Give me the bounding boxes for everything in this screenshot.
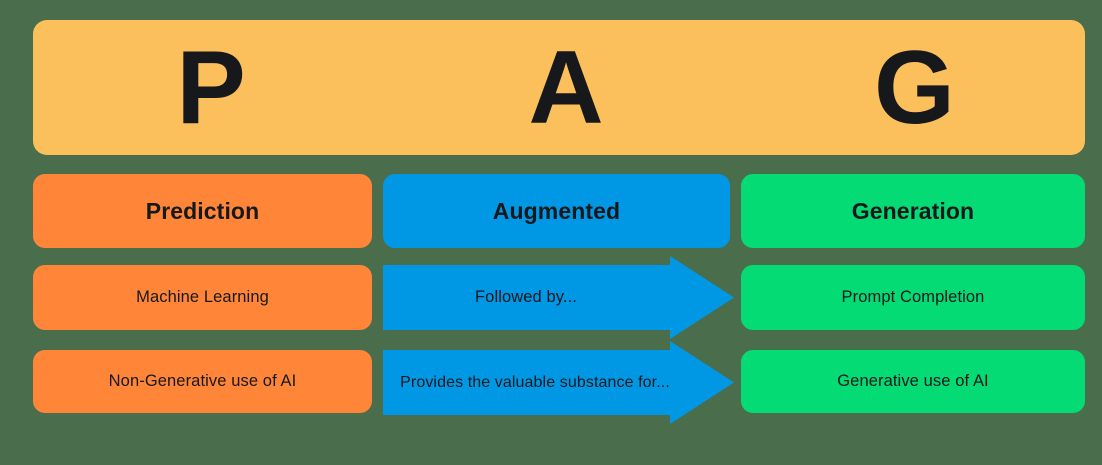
letter-g: G: [874, 29, 955, 146]
content-row-1: Machine Learning Followed by... Prompt C…: [0, 256, 1102, 339]
right-arrow-icon: [383, 341, 734, 424]
letter-p: P: [176, 29, 245, 146]
pag-banner: P A G: [33, 20, 1085, 155]
row2-augmented-arrow: Provides the valuable substance for...: [383, 341, 734, 424]
header-generation-label: Generation: [851, 197, 975, 224]
row1-generation-cell: Prompt Completion: [741, 265, 1085, 330]
row1-augmented-label: Followed by...: [475, 288, 577, 306]
row2-prediction-label: Non-Generative use of AI: [108, 372, 297, 390]
header-generation: Generation: [741, 174, 1085, 248]
right-arrow-icon: [383, 256, 734, 339]
letter-a: A: [528, 29, 603, 146]
content-row-2: Non-Generative use of AI Provides the va…: [0, 341, 1102, 424]
header-prediction: Prediction: [33, 174, 372, 248]
row2-augmented-label: Provides the valuable substance for...: [400, 373, 670, 391]
row1-prediction-cell: Machine Learning: [33, 265, 372, 330]
header-row: Prediction Augmented Generation: [0, 174, 1102, 248]
header-augmented-label: Augmented: [492, 197, 621, 224]
row1-generation-label: Prompt Completion: [841, 288, 985, 306]
row2-prediction-cell: Non-Generative use of AI: [33, 350, 372, 413]
row2-generation-label: Generative use of AI: [837, 372, 989, 390]
row2-generation-cell: Generative use of AI: [741, 350, 1085, 413]
header-prediction-label: Prediction: [145, 197, 260, 224]
row1-prediction-label: Machine Learning: [136, 288, 269, 306]
header-augmented: Augmented: [383, 174, 730, 248]
row1-augmented-arrow: Followed by...: [383, 256, 734, 339]
